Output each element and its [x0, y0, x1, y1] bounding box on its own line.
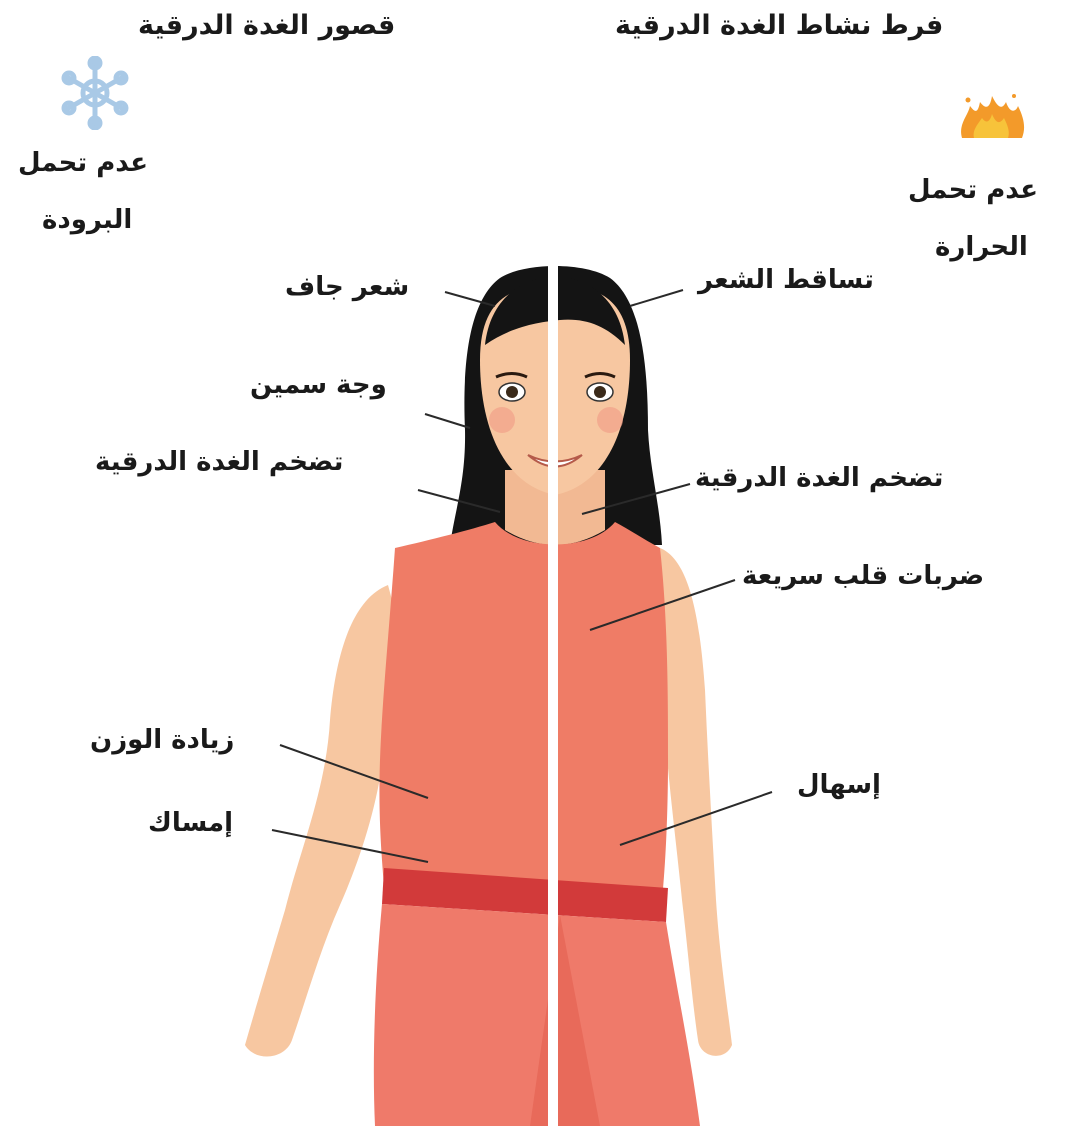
- hair-loss-leader: [630, 290, 683, 306]
- weight-gain-leader: [280, 745, 428, 798]
- goiter-left-leader: [418, 490, 500, 512]
- rapid-heartbeat-leader: [590, 580, 735, 630]
- constipation-leader: [272, 830, 428, 862]
- puffy-face-leader: [425, 414, 470, 428]
- goiter-right-leader: [582, 484, 690, 514]
- dry-hair-leader: [445, 292, 495, 306]
- diarrhea-leader: [620, 792, 772, 845]
